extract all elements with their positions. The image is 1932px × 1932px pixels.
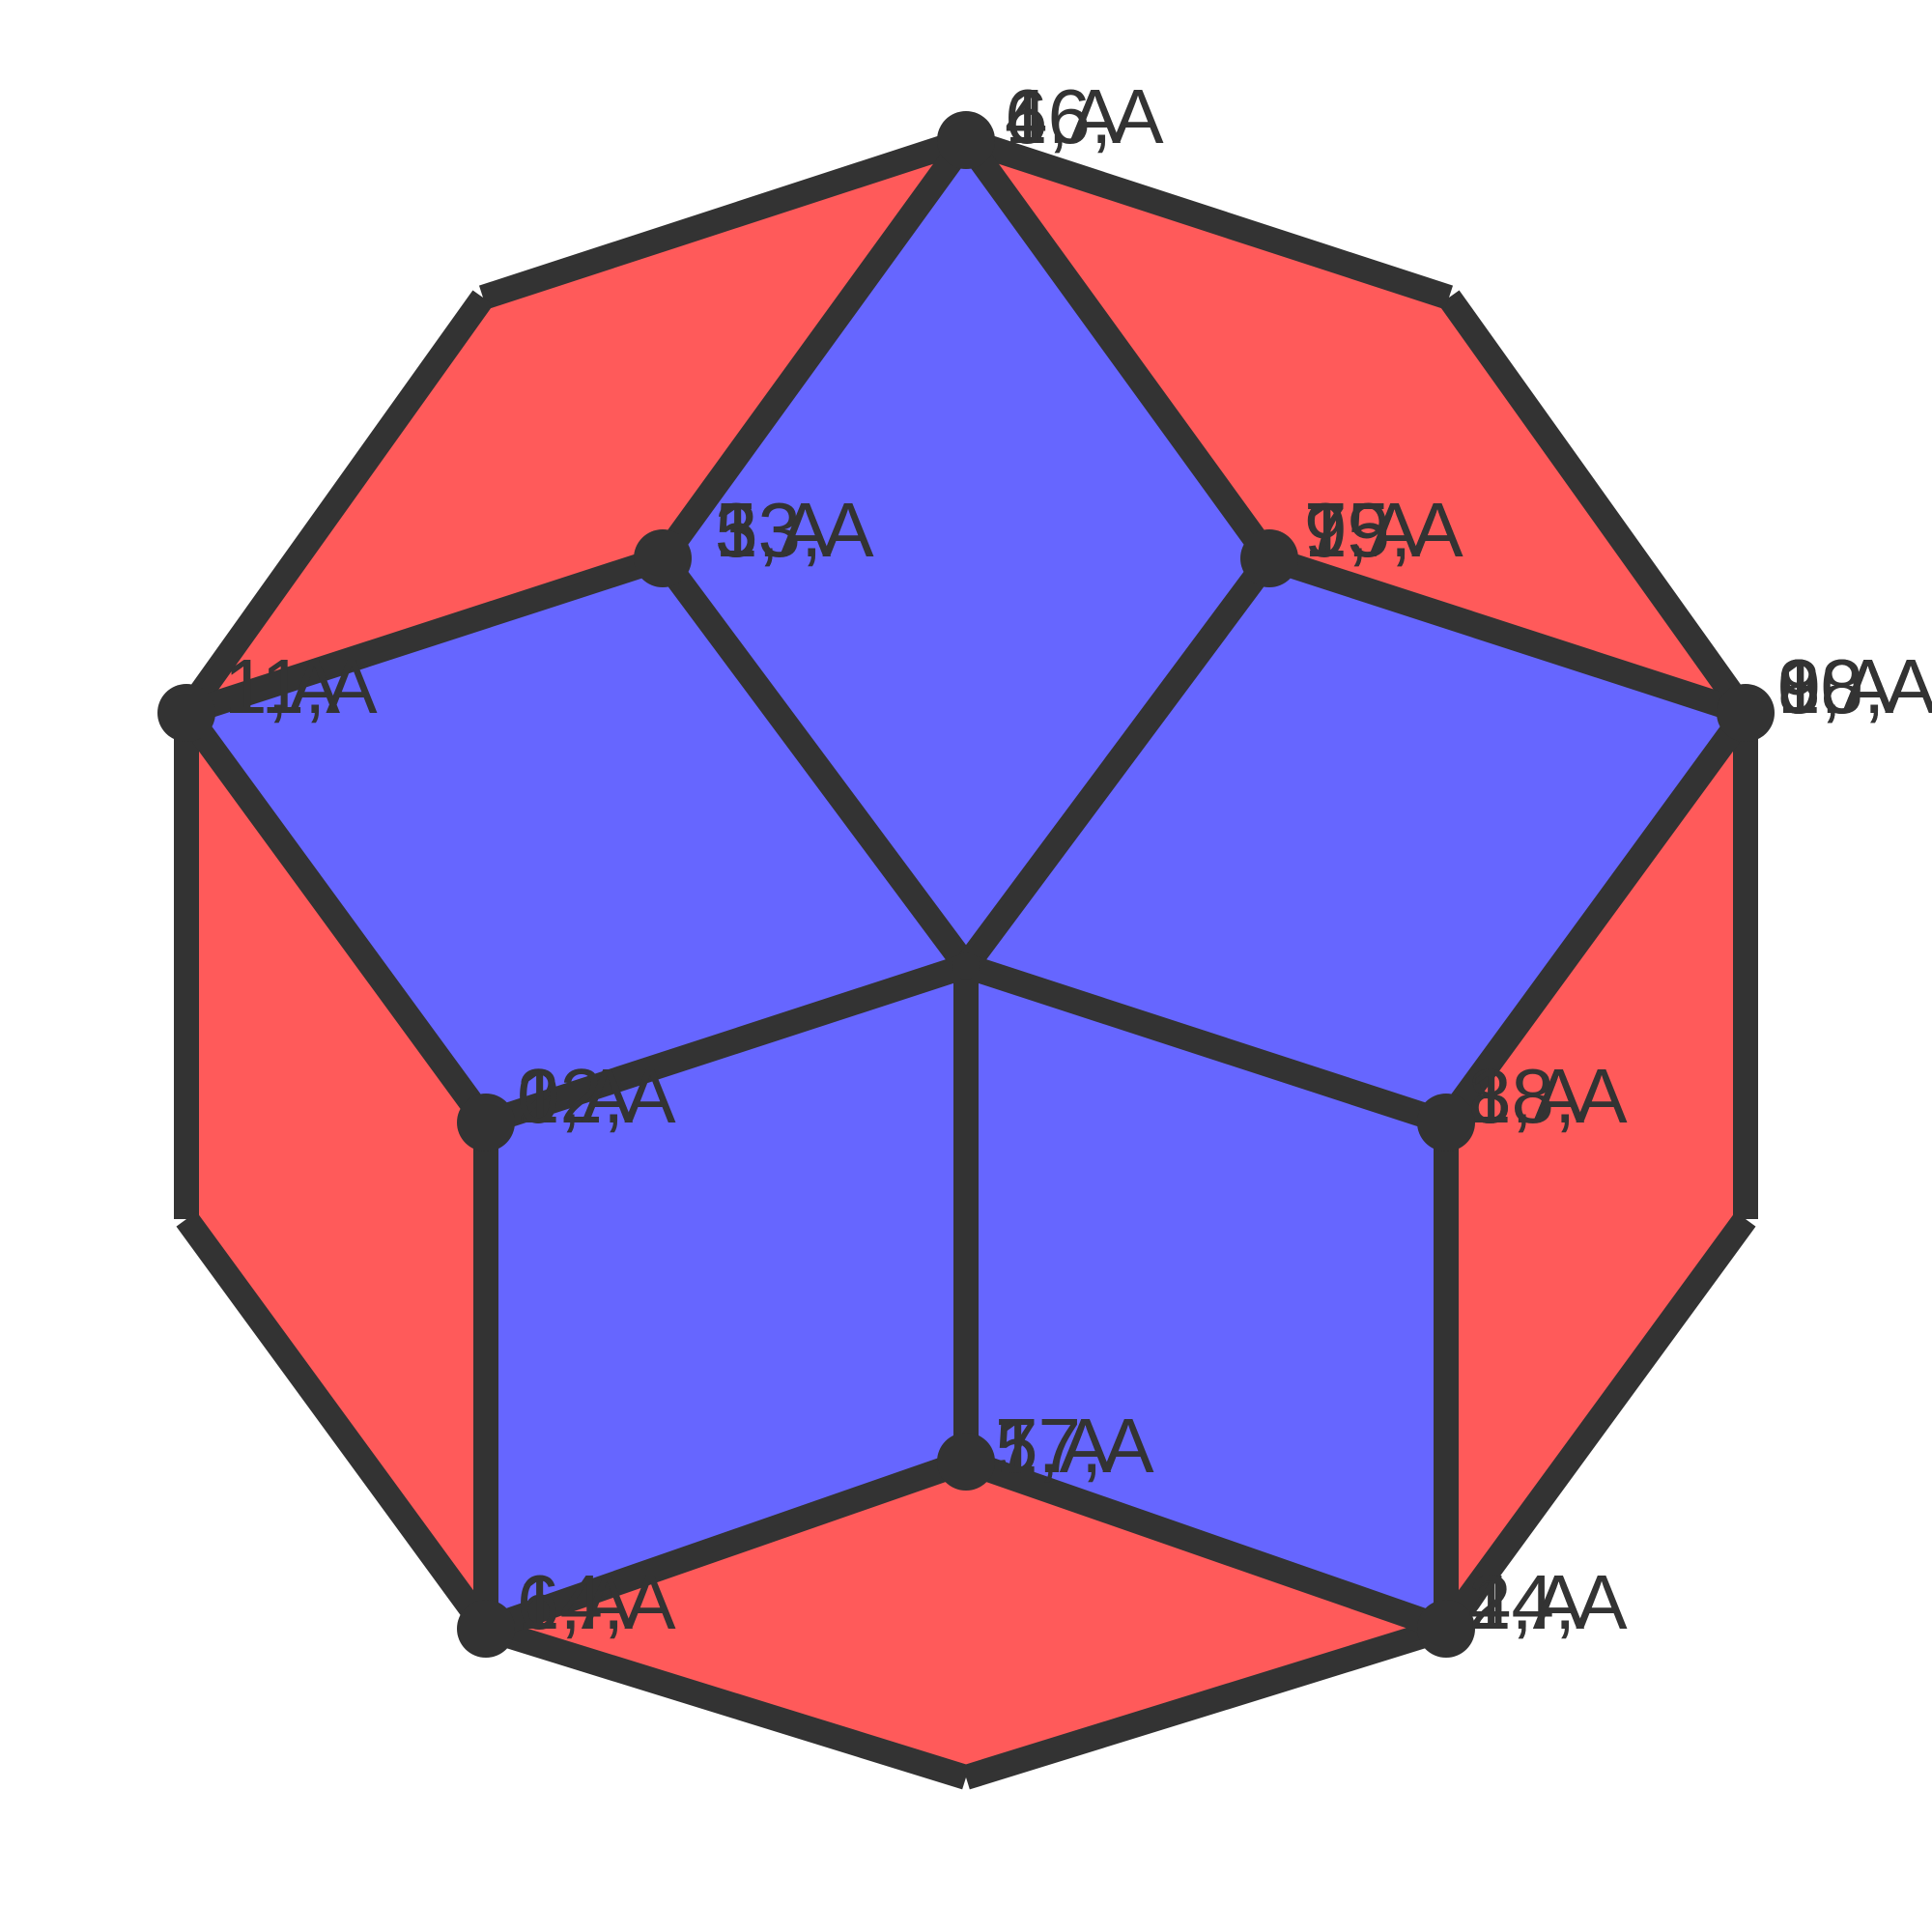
- vertex-label-center-bottom: 5,A: [995, 1403, 1112, 1489]
- edge: [176, 1211, 497, 1636]
- vertex-label-mid-left: 2,A: [517, 1053, 634, 1139]
- face-inner-bottom-right: [966, 966, 1446, 1629]
- vertex-marker: [952, 952, 980, 980]
- vertex-label-upper-left: 13,A: [715, 487, 874, 573]
- edge: [182, 546, 668, 725]
- vertex-label-right: 10,A: [1777, 643, 1932, 729]
- vertex-label-bottom-left: 14,A: [517, 1559, 676, 1645]
- vertex-marker: [457, 1600, 515, 1658]
- vertex-label-mid-right: 18,A: [1468, 1053, 1628, 1139]
- face-outer-top-left: [186, 140, 966, 713]
- edge: [481, 953, 971, 1135]
- vertex-label-right: 18,A: [1777, 643, 1932, 729]
- face-outer-right: [1446, 713, 1746, 1629]
- vertex-label-center-bottom: 7,A: [995, 1403, 1112, 1489]
- vertex-label-left: 1,A: [224, 643, 341, 729]
- vertex-label-right: 9,A: [1777, 643, 1894, 729]
- edge: [1438, 290, 1756, 721]
- edge: [481, 1449, 971, 1641]
- vertex-label-left: 11,A: [224, 643, 378, 729]
- vertex-label-upper-right: 9,A: [1304, 487, 1421, 573]
- vertex-label-mid-right: 8,A: [1468, 1053, 1585, 1139]
- edge: [482, 1616, 970, 1790]
- edge: [955, 551, 1280, 974]
- vertex-marker: [157, 684, 215, 742]
- vertex-label-upper-left: 5,A: [715, 487, 832, 573]
- vertex-marker: [1240, 529, 1298, 587]
- face-inner-bottom-left: [486, 966, 966, 1629]
- edge: [961, 953, 1451, 1135]
- vertex-label-mid-left: 0,A: [517, 1053, 634, 1139]
- face-inner-left: [186, 558, 966, 1122]
- vertex-label-right: 8,A: [1777, 643, 1894, 729]
- edge: [652, 551, 977, 974]
- vertex-label-top: 16,A: [1005, 73, 1164, 159]
- edge: [478, 128, 971, 310]
- vertex-marker: [634, 529, 692, 587]
- edge: [176, 290, 494, 721]
- vertex-label-top: 4,A: [1005, 73, 1122, 159]
- vertex-label-mid-left: 12,A: [517, 1053, 676, 1139]
- vertex-label-mid-right: 3,A: [1468, 1053, 1585, 1139]
- face-inner-right: [966, 558, 1746, 1122]
- vertex-label-bottom-left: 6,A: [517, 1559, 634, 1645]
- face-outer-top-right: [966, 140, 1746, 713]
- vertex-label-right: 0,A: [1777, 643, 1894, 729]
- vertex-marker: [1417, 1600, 1475, 1658]
- vertex-marker: [937, 111, 995, 169]
- vertex-label-center-bottom: 17,A: [995, 1403, 1154, 1489]
- edge: [961, 128, 1454, 310]
- vertex-label-bottom-right: 2,A: [1468, 1559, 1585, 1645]
- edge: [1435, 705, 1756, 1130]
- edge: [1264, 546, 1750, 725]
- vertex-label-upper-right: 15,A: [1304, 487, 1463, 573]
- vertices: [157, 111, 1775, 1658]
- vertex-label-upper-right: 19,A: [1304, 487, 1463, 573]
- vertex-marker: [937, 1433, 995, 1491]
- vertex-label-bottom-right: 4,A: [1468, 1559, 1585, 1645]
- vertex-marker: [1417, 1094, 1475, 1151]
- edge: [176, 705, 497, 1130]
- vertex-marker: [1717, 684, 1775, 742]
- vertex-label-top: 6,A: [1005, 73, 1122, 159]
- edge: [961, 1449, 1451, 1641]
- vertex-label-upper-right: 7,A: [1304, 487, 1421, 573]
- edge: [962, 1616, 1450, 1790]
- face-outer-left: [186, 713, 486, 1629]
- vertex-label-upper-left: 3,A: [715, 487, 832, 573]
- edges: [174, 128, 1758, 1790]
- vertex-marker: [457, 1094, 515, 1151]
- edge: [955, 132, 1280, 566]
- edge: [1435, 1211, 1756, 1636]
- edge: [652, 132, 977, 566]
- vertex-label-bottom-right: 14,A: [1468, 1559, 1628, 1645]
